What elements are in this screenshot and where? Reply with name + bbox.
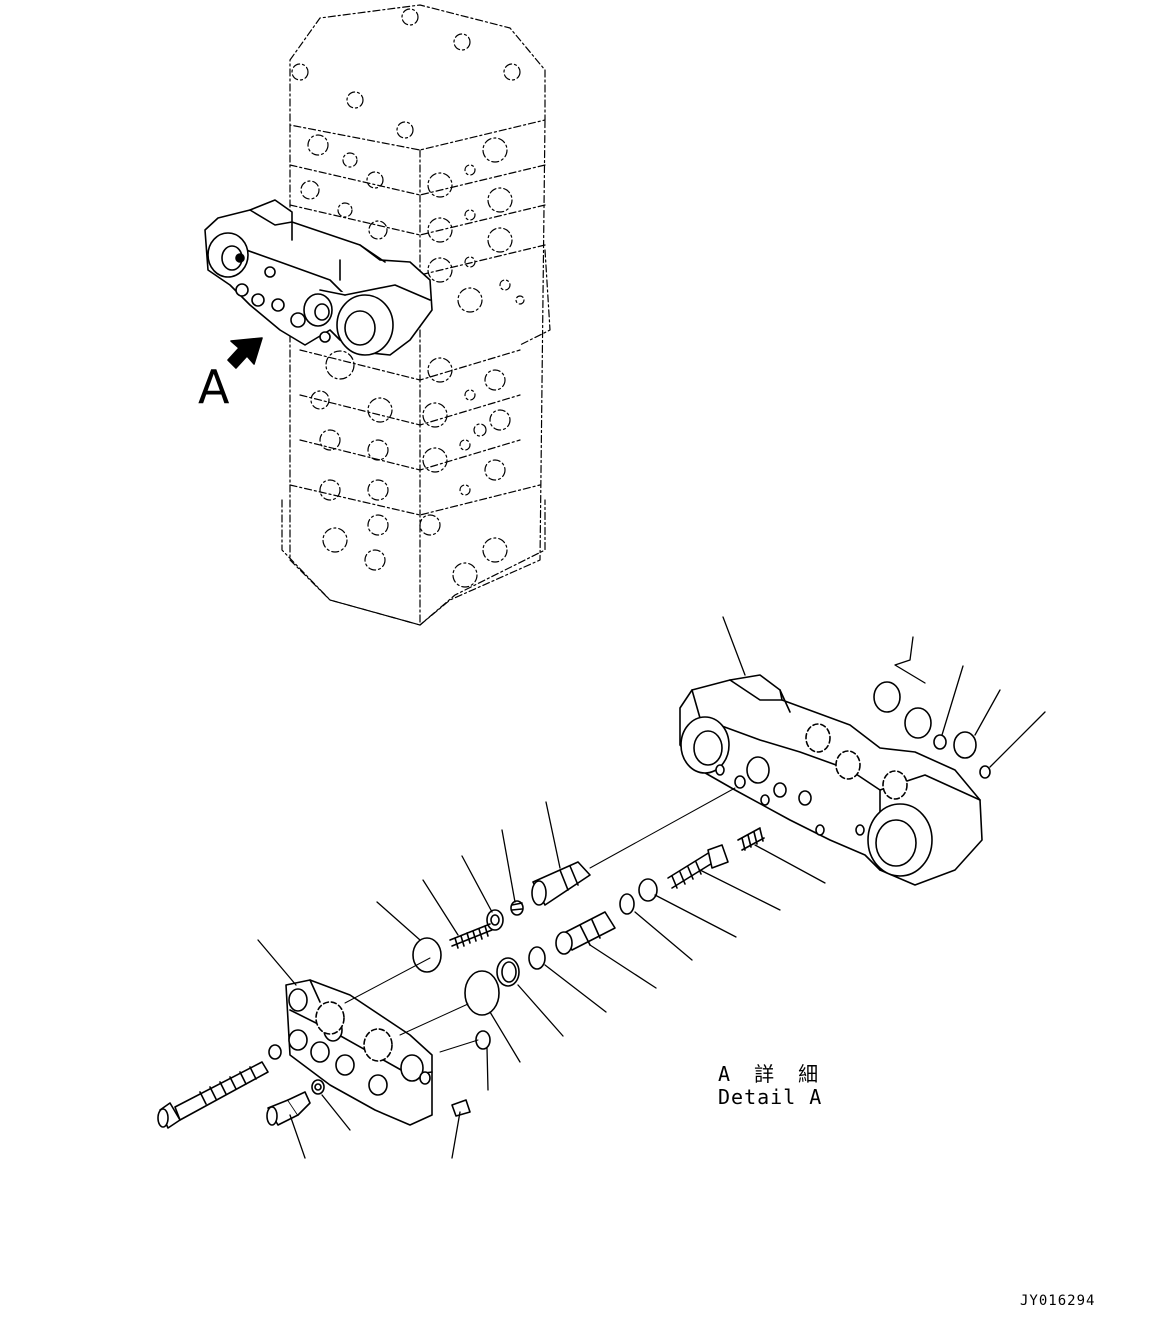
detail-title-japanese: A 詳 細	[718, 1062, 825, 1086]
control-valve-assembly	[281, 4, 551, 626]
spool-parts	[412, 827, 765, 1050]
alignment-lines	[344, 787, 736, 1053]
leader-lines	[257, 616, 1046, 1159]
attached-valve-block	[204, 199, 433, 356]
view-arrow-icon	[227, 337, 263, 369]
detail-title-english: Detail A	[718, 1085, 823, 1109]
fasteners	[157, 1044, 471, 1129]
cover-plate	[285, 979, 433, 1126]
figure-id: JY016294	[1020, 1293, 1096, 1309]
detail-valve-block	[679, 674, 983, 886]
o-ring-set-top	[873, 681, 991, 779]
view-callout-label: A	[198, 360, 230, 414]
